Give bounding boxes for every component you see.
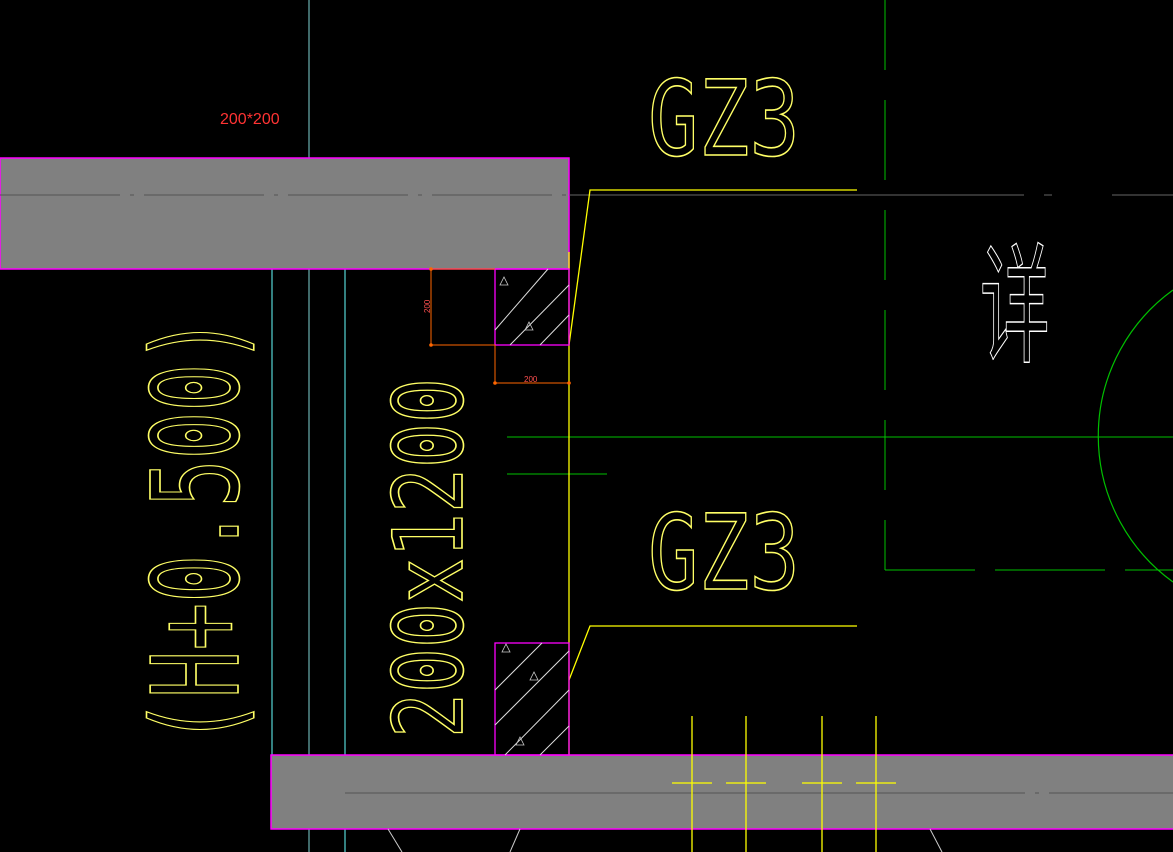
beam-top[interactable] (0, 157, 570, 270)
dimension-horizontal-label: 200 (524, 375, 538, 384)
column-gz3-top[interactable] (494, 268, 570, 346)
dimension-vertical (429, 267, 495, 347)
beam-bottom[interactable] (270, 754, 1173, 830)
detail-label: 详 (980, 231, 1050, 383)
dimension-horizontal (493, 345, 571, 385)
rebar-marks (672, 716, 896, 852)
hatch-hint-left (387, 828, 403, 852)
column-label-top: GZ3 (648, 58, 800, 180)
hatch-hint-mid (509, 828, 521, 852)
dimension-vertical-label: 200 (423, 299, 432, 313)
beam-size-label: 200x1200 (373, 378, 485, 738)
elevation-label: (H+0.500) (128, 316, 267, 746)
arc-green (1097, 289, 1173, 583)
leader-line-top (568, 189, 857, 346)
column-label-bottom: GZ3 (648, 492, 800, 614)
hatch-hint-right (929, 828, 943, 852)
leader-line-bottom (568, 625, 857, 681)
column-gz3-bottom[interactable] (494, 642, 570, 756)
size-note-label: 200*200 (220, 111, 280, 128)
